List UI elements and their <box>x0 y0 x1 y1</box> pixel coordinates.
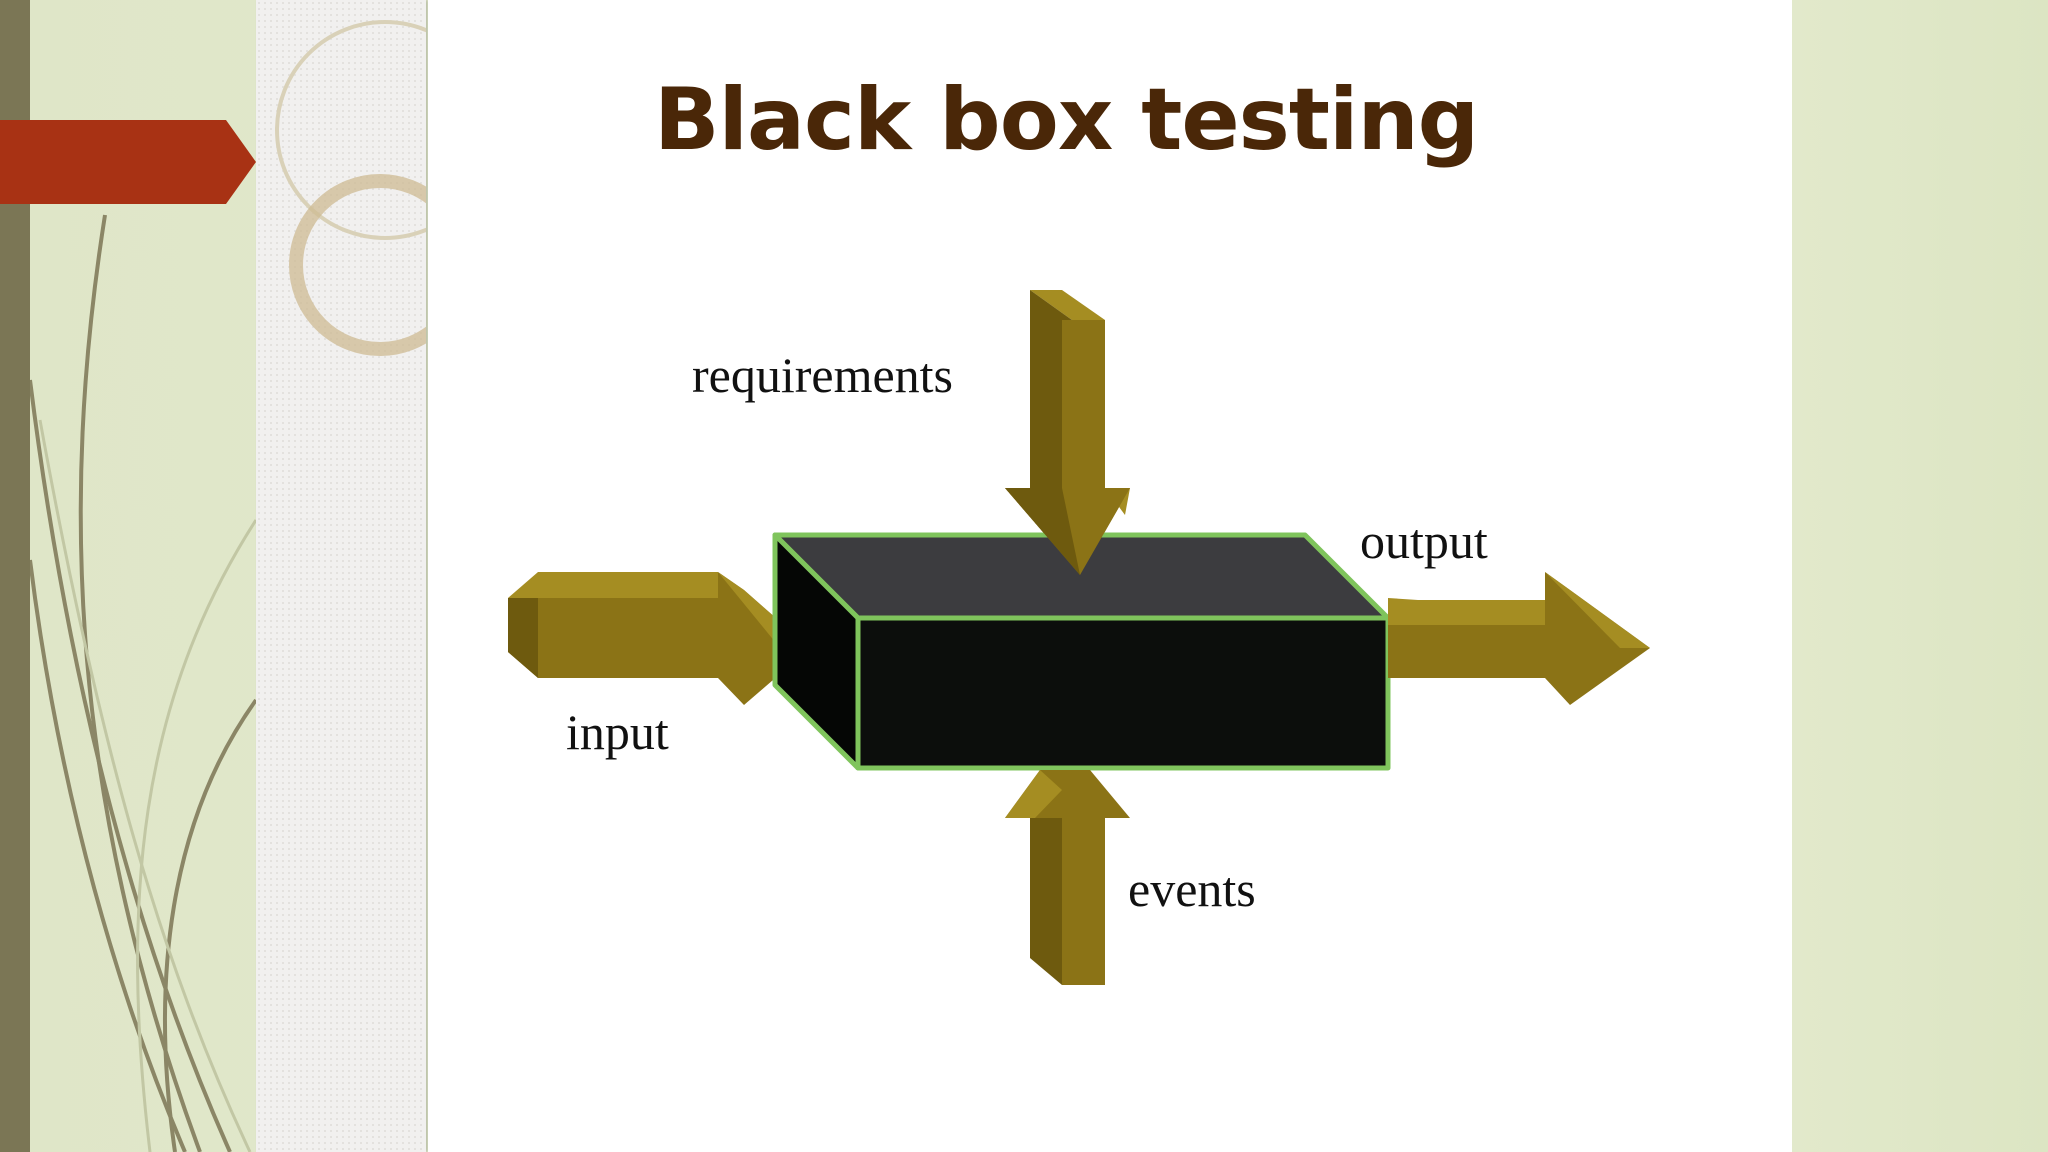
right-side-panel <box>1792 0 2048 1152</box>
input-arrow <box>508 572 810 705</box>
black-box-front <box>855 615 1391 771</box>
black-box <box>772 532 1391 771</box>
events-arrow <box>1005 770 1130 985</box>
requirements-arrow-tip <box>1005 488 1130 575</box>
events-label: events <box>1128 861 1256 917</box>
slide-title: Black box testing <box>654 70 1479 170</box>
output-label: output <box>1360 513 1488 569</box>
output-arrow <box>1388 572 1650 705</box>
requirements-label: requirements <box>692 347 954 403</box>
input-label: input <box>566 704 669 760</box>
